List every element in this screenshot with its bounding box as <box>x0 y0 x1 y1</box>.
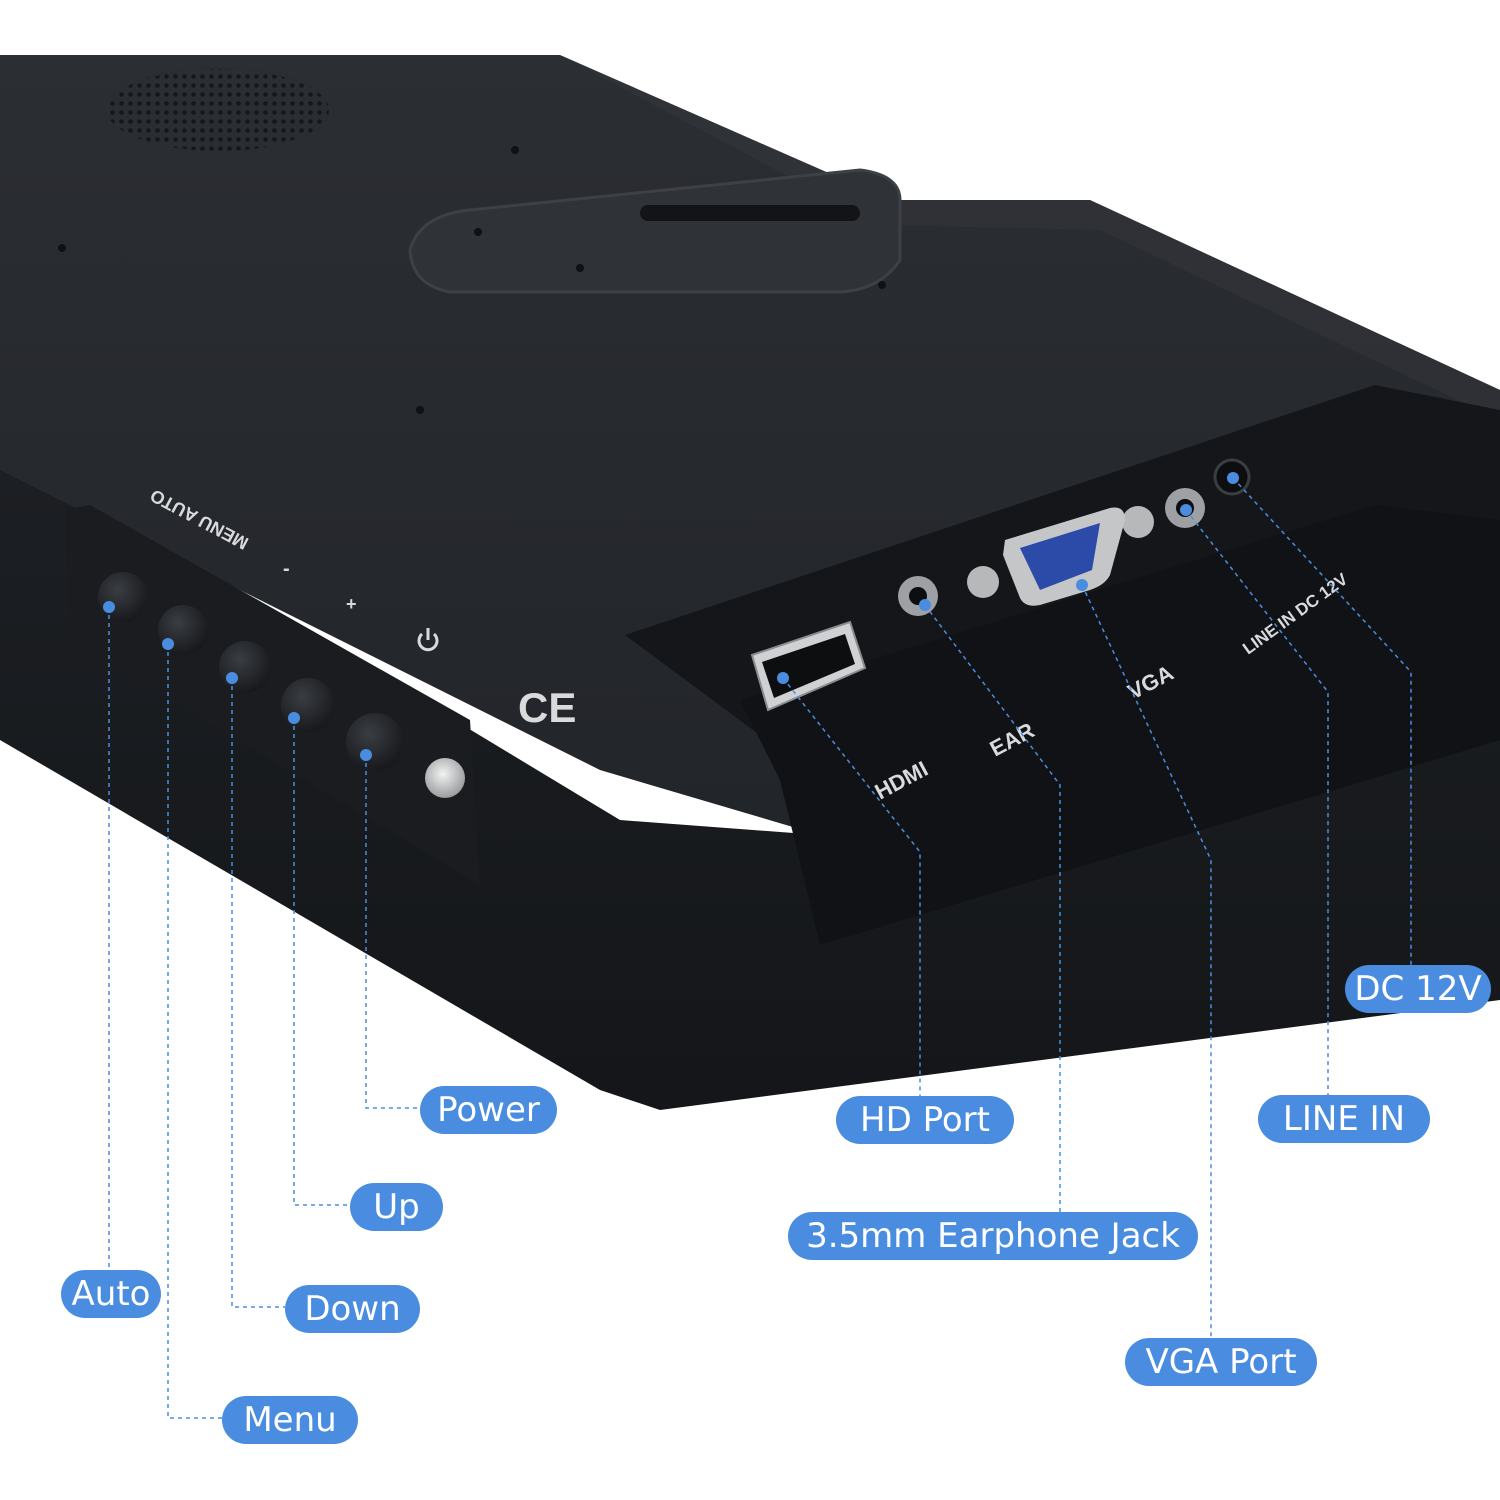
earphone-jack-label: 3.5mm Earphone Jack <box>788 1212 1198 1260</box>
auto-button[interactable] <box>98 572 148 622</box>
port-recess-floor <box>740 505 1500 945</box>
plus-marking: + <box>346 594 357 614</box>
leader-lines <box>108 477 1412 1419</box>
power-button[interactable] <box>346 713 404 771</box>
line-in-leader-line <box>1185 509 1329 1095</box>
marker-dot <box>103 601 115 613</box>
marker-dot <box>919 599 931 611</box>
up-label: Up <box>350 1183 443 1231</box>
screw-hole <box>576 264 584 272</box>
vga-port-label: VGA Port <box>1125 1338 1317 1386</box>
button-panel-recess <box>65 505 480 885</box>
hd-port-label: HD Port <box>836 1096 1014 1144</box>
vesa-mount-plate <box>408 168 902 294</box>
earphone-leader-line <box>924 604 1061 1212</box>
marker-dots <box>103 472 1239 761</box>
marker-dot <box>1180 504 1192 516</box>
monitor-side-edge <box>0 470 1500 1110</box>
down-button[interactable] <box>219 641 271 693</box>
marker-dot <box>777 672 789 684</box>
monitor-body <box>0 55 1500 1110</box>
down-label: Down <box>285 1285 420 1333</box>
power-leader-line <box>365 755 420 1109</box>
power-symbol-icon <box>417 628 439 652</box>
dc-12v-label: DC 12V <box>1345 965 1491 1013</box>
vga-screw <box>1122 506 1154 538</box>
dc-leader-line <box>1232 477 1412 965</box>
marker-dot <box>162 638 174 650</box>
ports <box>750 458 1251 712</box>
speaker-grill <box>105 67 331 153</box>
menu-label: Menu <box>222 1396 358 1444</box>
vga-port-connector <box>1020 523 1100 590</box>
screw-hole <box>878 281 886 289</box>
power-label: Power <box>420 1086 557 1134</box>
screw-hole <box>58 244 66 252</box>
screw-hole <box>511 146 519 154</box>
auto-label: Auto <box>61 1270 161 1318</box>
vga-screw <box>967 566 999 598</box>
down-leader-line <box>231 678 285 1308</box>
marker-dot <box>288 712 300 724</box>
minus-marking: - <box>283 558 290 580</box>
marker-dot <box>1076 579 1088 591</box>
power-led <box>425 758 465 798</box>
marker-dot <box>226 672 238 684</box>
mount-slot <box>640 205 860 221</box>
marker-dot <box>360 749 372 761</box>
screw-hole <box>474 228 482 236</box>
up-leader-line <box>293 718 350 1206</box>
ce-mark: CE <box>518 684 576 731</box>
line-in-label: LINE IN <box>1258 1095 1430 1143</box>
hd-port-leader-line <box>782 677 921 1096</box>
menu-leader-line <box>167 644 222 1419</box>
screw-hole <box>416 406 424 414</box>
marker-dot <box>1227 472 1239 484</box>
up-button[interactable] <box>281 678 335 732</box>
